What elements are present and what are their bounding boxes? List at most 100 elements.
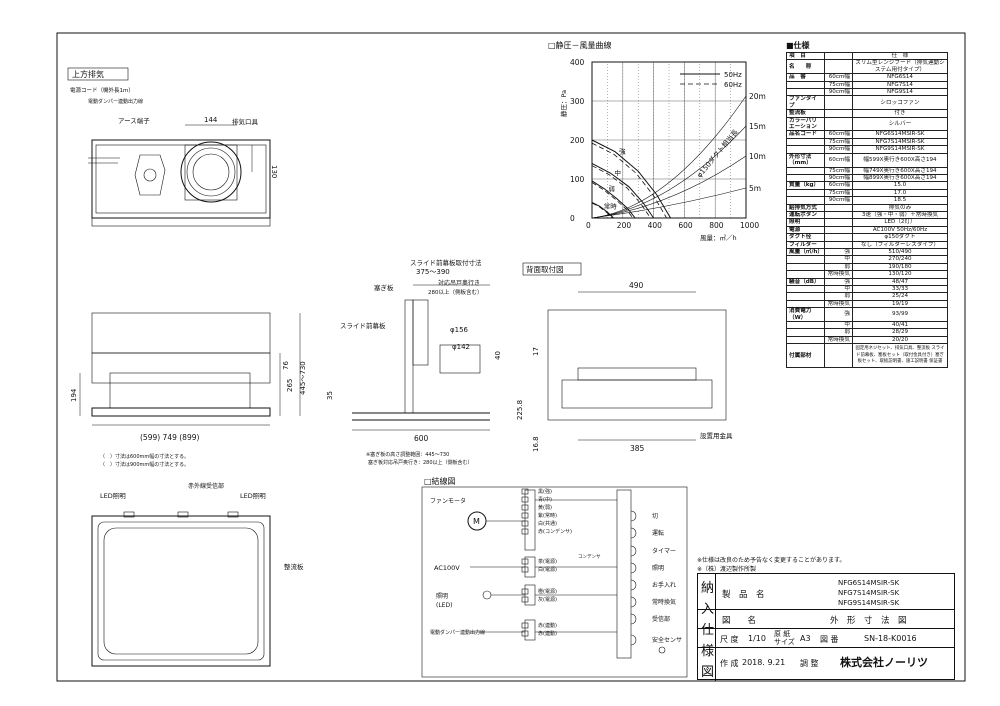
chart-series-60hz-line <box>591 165 651 219</box>
exhaust-port-label: 排気口具 <box>232 117 259 126</box>
chart-duct-length: 5m <box>749 184 761 193</box>
wire-terminal <box>521 596 529 603</box>
spec-subitem: 常時換気 <box>824 270 853 279</box>
wire-label: 赤(コンデンサ) <box>538 528 572 535</box>
mount-bracket-label: 設置用金具 <box>700 431 733 440</box>
wire-terminal <box>521 488 529 495</box>
spec-value: 19/19 <box>852 299 948 309</box>
slide-panel-label: スライド前幕板 <box>340 321 386 330</box>
slide-range: 375～390 <box>416 268 450 276</box>
switch-symbol <box>630 527 637 539</box>
spec-value: φ150ダクト <box>852 233 948 242</box>
spec-item <box>786 137 825 147</box>
spec-subitem <box>824 218 853 227</box>
spec-value: 幅749X奥行き600X高さ194 <box>852 166 948 175</box>
chart-series-label: 中 <box>614 168 621 177</box>
top-exhaust-box <box>67 67 129 81</box>
wire-terminal <box>521 520 529 527</box>
chart-ytick: 300 <box>570 97 585 106</box>
chart-duct-curve <box>591 95 747 219</box>
spec-item: 電源 <box>786 225 825 235</box>
spec-subitem: 60cm幅 <box>824 73 853 82</box>
spec-value: 93/99 <box>852 307 948 323</box>
footer-note-2: ※（株）渡辺製作所製 <box>697 565 756 573</box>
drawing-frame <box>56 32 966 682</box>
spec-row: 75cm幅幅749X奥行き600X高さ194 <box>786 166 948 175</box>
spec-item <box>786 173 825 183</box>
top-exhaust-title: 上方排気 <box>72 69 104 79</box>
spec-subitem: 常時換気 <box>824 335 853 345</box>
spec-row: ファンタイプシロッコファン <box>786 95 948 111</box>
dim-142: φ142 <box>452 343 470 351</box>
power-cord-label: 電源コード（機外長1m） <box>70 86 134 94</box>
label-check: 調 整 <box>800 659 819 668</box>
spec-value: 幅899X奥行き600X高さ194 <box>852 173 948 183</box>
spec-value: 15.0 <box>852 181 948 190</box>
spec-row: ダクト径 φ150ダクト <box>786 233 948 242</box>
spec-item <box>786 335 825 345</box>
ir-receiver-label: 赤外線受信部 <box>188 482 224 490</box>
chart-title: □静圧－風量曲線 <box>548 40 612 50</box>
dim-144: 144 <box>204 116 218 124</box>
chart-series-60hz-line <box>591 182 634 219</box>
switch-symbol <box>630 562 637 574</box>
spec-value: 20/20 <box>852 335 948 345</box>
chart-xtick: 1000 <box>740 221 759 230</box>
slide-panel-title: スライド前幕板取付寸法 <box>410 258 482 267</box>
wire-label: 黒(強) <box>538 488 552 495</box>
spec-subitem: 90cm幅 <box>824 145 853 154</box>
damper-wire-label: 電動ダンパー連動出力線 <box>430 629 485 636</box>
dim-225-8: 225.8 <box>516 400 524 420</box>
dim-widths: (599) 749 (899) <box>140 433 199 442</box>
spec-item: 風量（㎥/h） <box>786 247 825 257</box>
spec-value: 固定用ネジセット、排気口具、整流板 スライド前幕板、塞板セット（取付金具付き）塞… <box>852 343 948 369</box>
model-2: NFG7S14MSIR-SK <box>838 589 900 597</box>
switch-label: 照明 <box>652 565 664 572</box>
spec-row: 90cm幅幅899X奥行き600X高さ194 <box>786 173 948 183</box>
lighting-led-label: (LED) <box>436 602 452 609</box>
company: 株式会社ノーリツ <box>840 656 928 669</box>
spec-subitem: 75cm幅 <box>824 188 853 198</box>
spec-value: NFG7S14 <box>852 80 948 90</box>
wiring-frame <box>421 486 688 678</box>
wiring-title: □結線図 <box>424 476 456 486</box>
width-note-1: （ ）寸法は600mm幅の寸法とする。 <box>100 453 189 460</box>
spec-subitem <box>824 109 853 118</box>
spec-subitem: 中 <box>824 284 853 294</box>
spec-item: ダクト径 <box>786 233 825 242</box>
chart-ytick: 400 <box>570 58 585 67</box>
dim-35: 35 <box>326 391 334 400</box>
spec-item <box>786 284 825 294</box>
wire-terminal <box>521 622 529 629</box>
spec-item: 整流板 <box>786 109 825 118</box>
spec-value: NFG6S14 <box>852 73 948 82</box>
led-light-right-label: LED照明 <box>240 492 266 500</box>
dim-445-730: 445～730 <box>299 361 307 395</box>
spec-item: フィルター <box>786 240 825 249</box>
spec-subitem <box>824 116 853 132</box>
spec-row: 外形寸法（mm）60cm幅幅599X奥行き600X高さ194 <box>786 152 948 168</box>
spec-value: 28/29 <box>852 328 948 337</box>
switch-label: 切 <box>652 513 658 520</box>
spec-subitem: 90cm幅 <box>824 88 853 97</box>
switch-label: 受信部 <box>652 615 670 623</box>
wire-label: 白(共通) <box>538 520 557 527</box>
spec-subitem <box>824 225 853 235</box>
wire-terminal <box>521 566 529 573</box>
spec-item: 品名コード <box>786 130 825 139</box>
spec-subitem: 75cm幅 <box>824 166 853 175</box>
spec-subitem <box>824 203 853 212</box>
paper: A3 <box>800 634 811 643</box>
back-mount-box <box>522 262 582 276</box>
chart-series-label: 強 <box>619 148 626 156</box>
spec-value: NFG6S14MSIR-SK <box>852 130 948 139</box>
side-view <box>352 284 490 431</box>
